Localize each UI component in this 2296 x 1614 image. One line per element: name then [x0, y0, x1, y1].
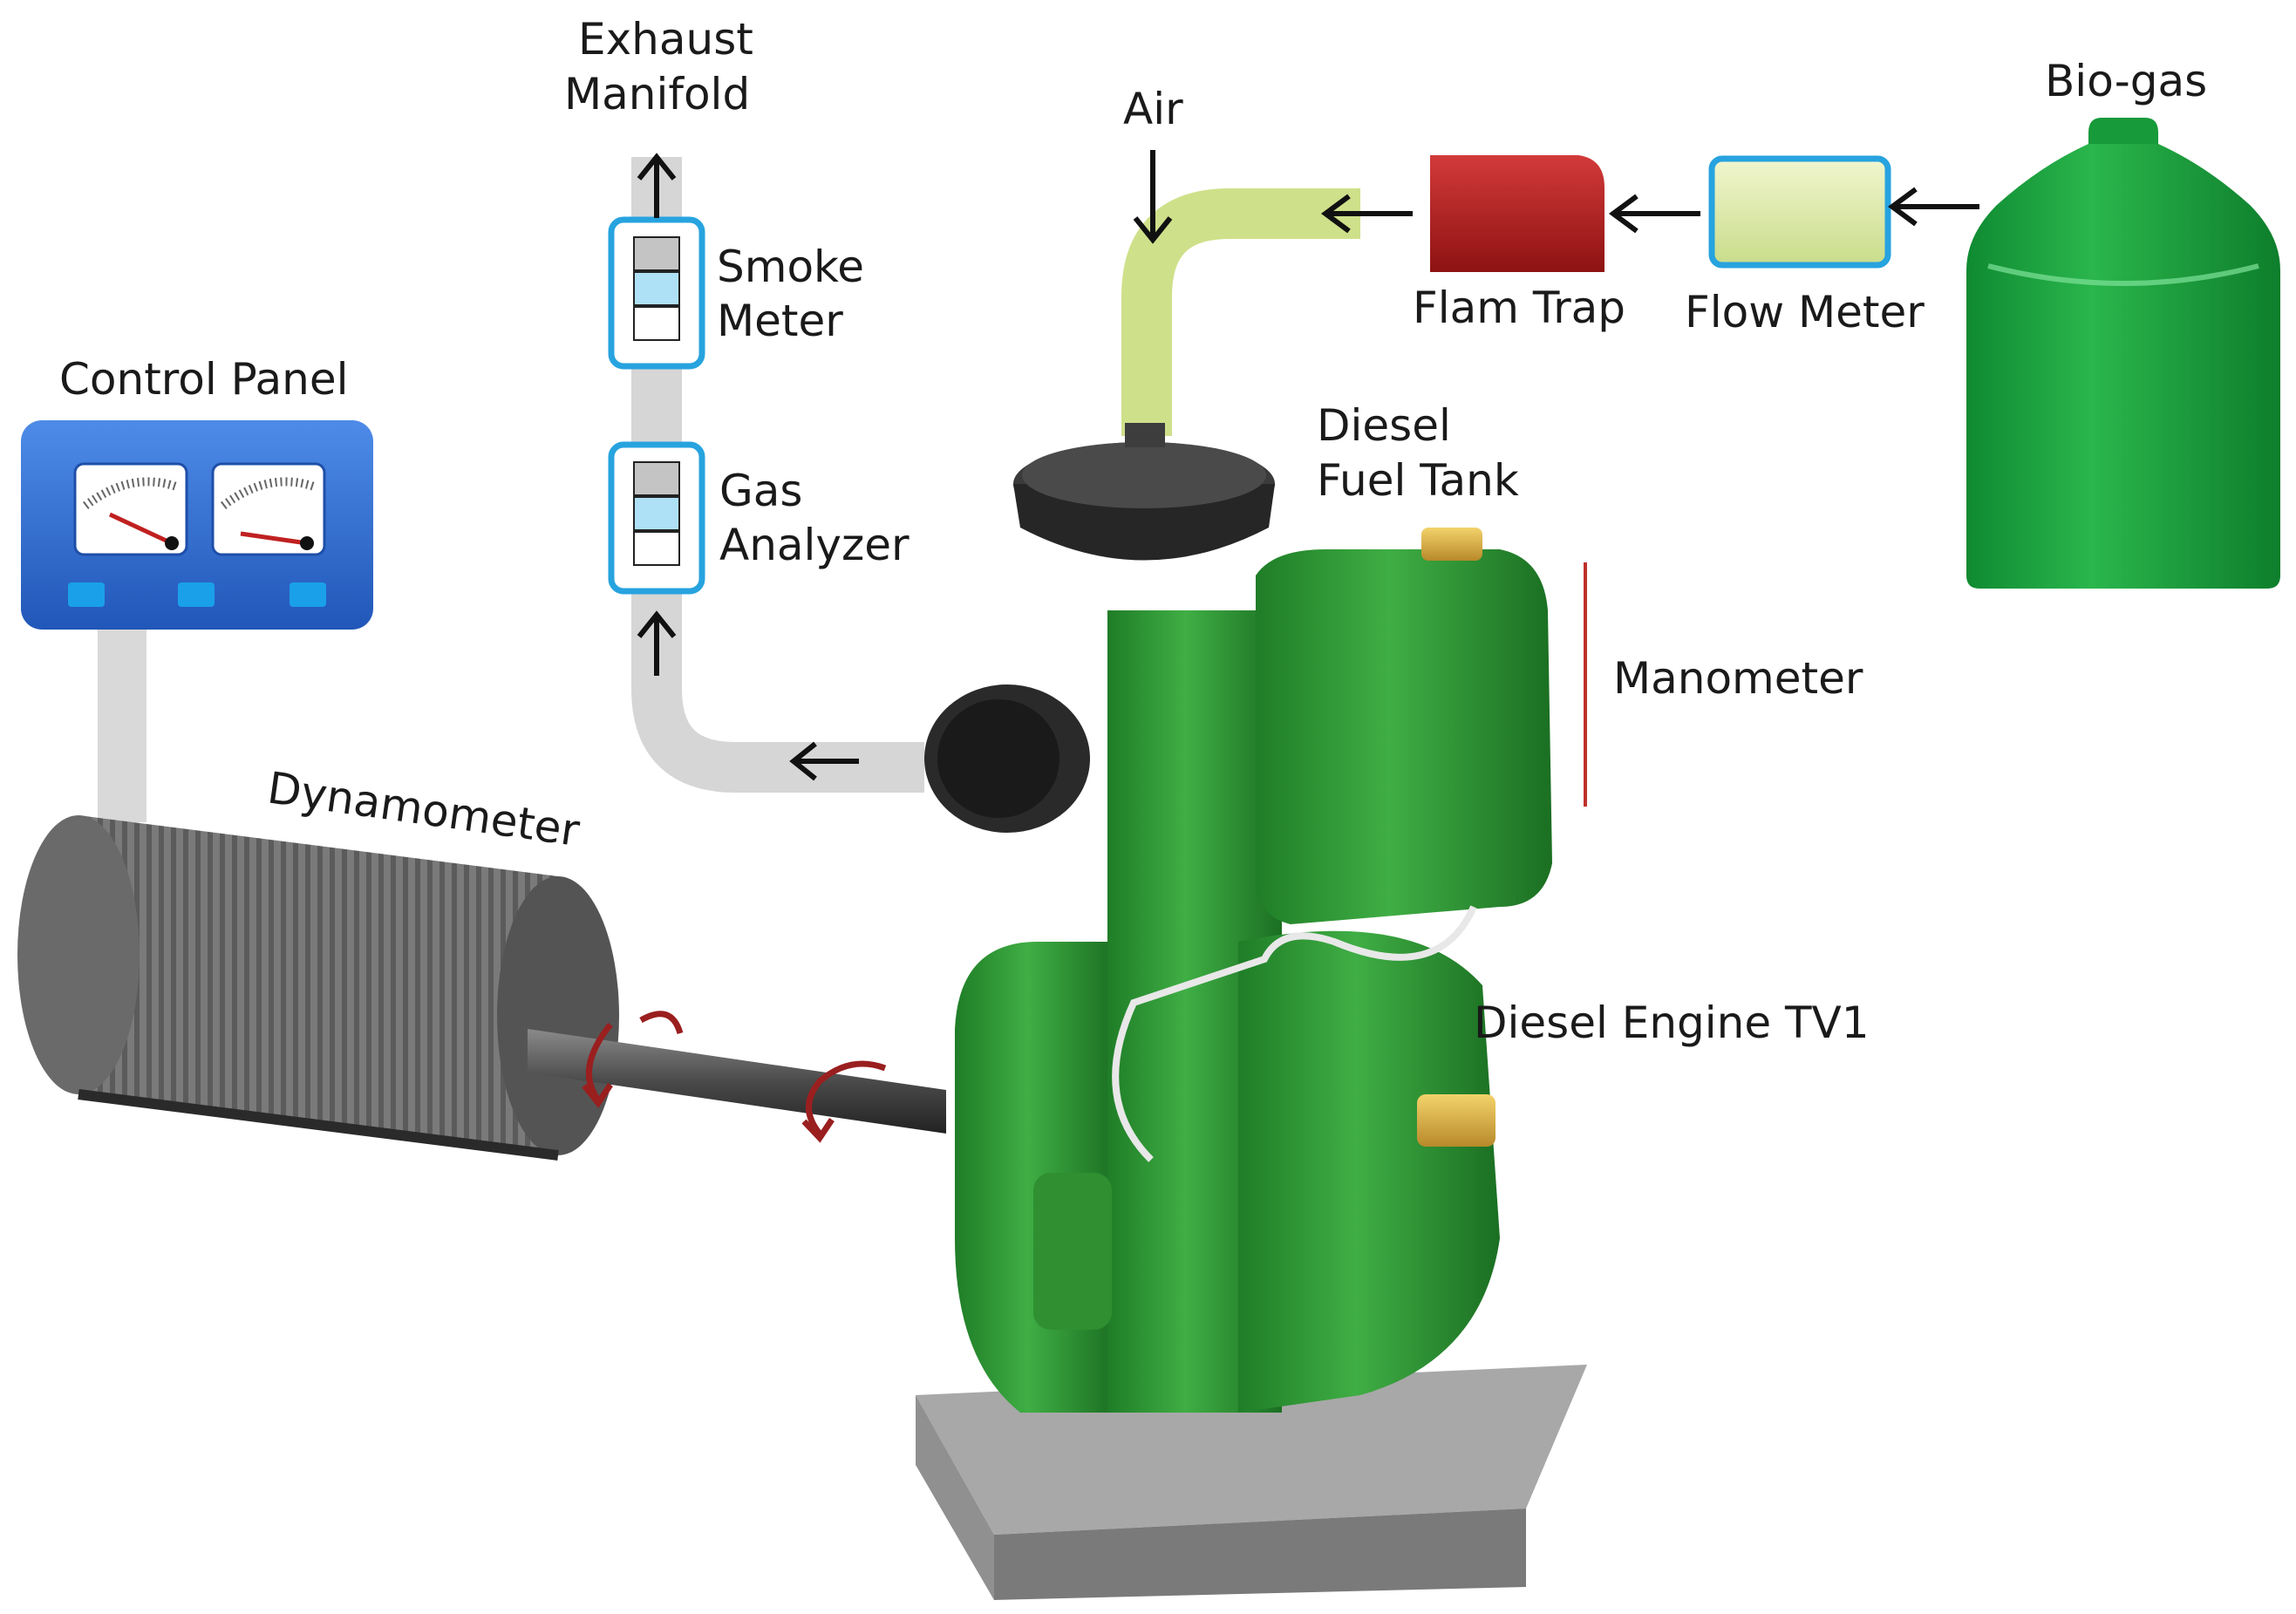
left-arrow-icon — [1608, 194, 1700, 234]
up-arrow-icon — [637, 153, 677, 218]
panel-button — [290, 582, 326, 607]
flow-meter-label: Flow Meter — [1685, 287, 1925, 337]
engine-label: Diesel Engine TV1 — [1474, 998, 1870, 1048]
control-panel-label: Control Panel — [59, 354, 349, 405]
panel-button — [178, 582, 215, 607]
dynamometer-label: Dynamometer — [264, 762, 583, 856]
flow-meter — [1708, 155, 1891, 269]
bio-gas-label: Bio-gas — [2045, 56, 2207, 106]
gas-analyzer — [608, 441, 705, 595]
gas-analyzer-label-line2: Analyzer — [719, 520, 910, 570]
control-panel-cable — [98, 626, 146, 822]
crank-fitting — [1417, 1094, 1495, 1147]
drive-shaft — [528, 1029, 946, 1134]
panel-button — [68, 582, 105, 607]
control-panel — [21, 420, 373, 630]
manometer-label: Manometer — [1613, 653, 1863, 704]
exhaust-label-line2: Manifold — [564, 69, 750, 119]
left-arrow-icon — [1887, 187, 1979, 227]
biogas-cylinder — [1966, 118, 2280, 589]
fuel-line — [1112, 905, 1477, 1162]
smoke-meter-label-line1: Smoke — [717, 242, 864, 292]
exhaust-label-line1: Exhaust — [578, 14, 753, 65]
smoke-meter-label-line2: Meter — [717, 296, 843, 346]
fuel-tank — [1256, 528, 1552, 924]
fuel-tank-label-line1: Diesel — [1317, 400, 1451, 451]
gauge-right — [211, 462, 326, 556]
down-arrow-icon — [1133, 150, 1173, 244]
gas-analyzer-label-line1: Gas — [719, 466, 802, 516]
exhaust-pipe — [631, 157, 924, 793]
dynamometer — [17, 815, 619, 1161]
diesel-engine — [924, 423, 1552, 1413]
exhaust-silencer — [924, 684, 1090, 833]
flam-trap-label: Flam Trap — [1413, 283, 1625, 333]
left-arrow-icon — [789, 741, 859, 781]
gauge-left — [73, 462, 188, 556]
air-intake-pipe — [1121, 188, 1360, 436]
rotation-arrow-icon — [582, 1011, 684, 1108]
air-label: Air — [1123, 84, 1183, 134]
fuel-tank-label-line2: Fuel Tank — [1317, 455, 1519, 506]
flam-trap — [1430, 155, 1604, 272]
smoke-meter — [608, 216, 705, 370]
air-filter — [1013, 423, 1275, 561]
fuel-filter — [1033, 1173, 1112, 1330]
left-arrow-icon — [1320, 194, 1413, 234]
up-arrow-icon — [637, 610, 677, 676]
rotation-arrow-icon — [801, 1060, 887, 1143]
